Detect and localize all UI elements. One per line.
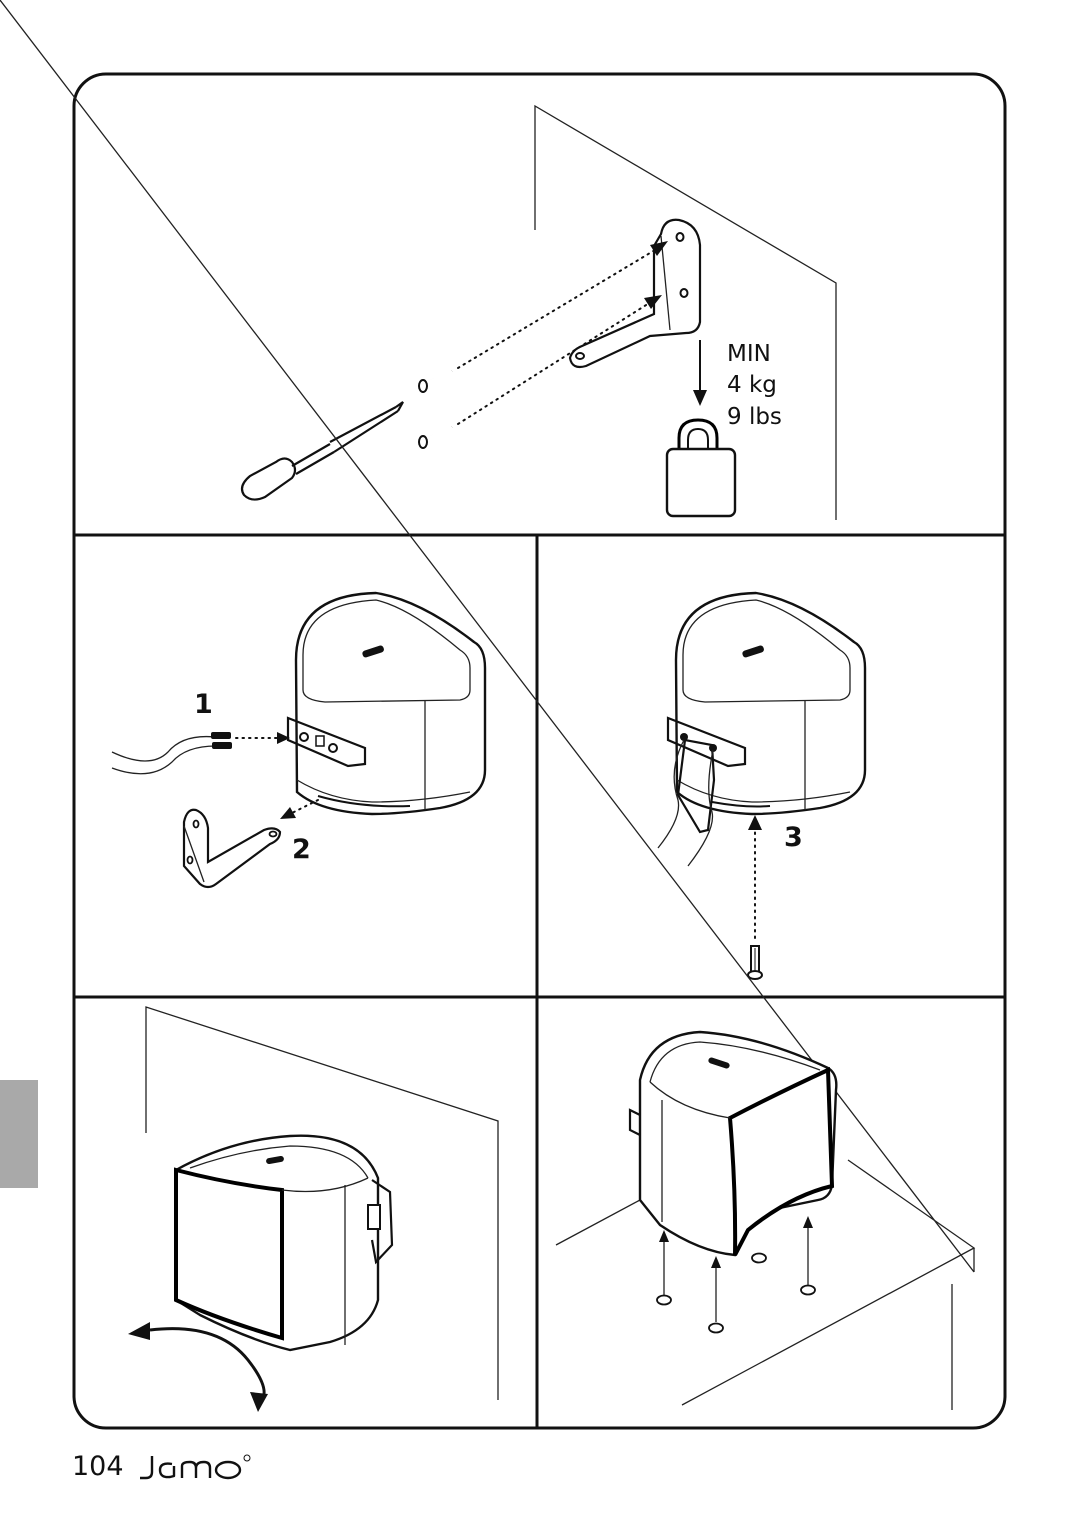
screw-icon [418, 369, 453, 393]
step-marker-1: 1 [194, 689, 213, 720]
jamo-logo [140, 1454, 251, 1480]
step-marker-2: 2 [292, 834, 311, 865]
panel-attach-feet [0, 0, 976, 1410]
insert-screw-arrow [748, 815, 762, 939]
rubber-foot-icon [656, 1252, 816, 1334]
weight-down-arrow [693, 340, 707, 406]
weight-label-kg: 4 kg [727, 372, 777, 398]
speaker-cable-icon [657, 739, 714, 867]
insert-cable-arrow [235, 732, 290, 744]
rotate-arrow-icon [128, 1322, 268, 1412]
wall-outline [145, 1006, 499, 1400]
section-thumb-tab [0, 1080, 38, 1188]
screw-icon [418, 425, 453, 449]
weight-label-min: MIN [727, 341, 771, 367]
feet-arrows [659, 1216, 813, 1322]
screwdriver-icon [240, 401, 404, 501]
padlock-weight-icon [665, 418, 737, 518]
wall-outline [534, 104, 837, 520]
panel-frame [72, 72, 1007, 1430]
remove-bracket-arrow [280, 799, 319, 819]
page-number: 104 [72, 1451, 124, 1482]
panel-wall-mount: MIN 4 kg 9 lbs [240, 104, 837, 520]
wall-bracket-icon [568, 218, 702, 369]
panel-adjust-angle [128, 1006, 499, 1412]
drill-path-arrows [457, 241, 668, 425]
speaker-icon [666, 591, 867, 834]
step-marker-3: 3 [784, 822, 803, 853]
panel-connect-cables: 1 2 [111, 591, 487, 889]
screw-icon [747, 945, 763, 980]
speaker-icon [628, 1030, 838, 1257]
speaker-icon [174, 1134, 394, 1352]
speaker-cable-icon [111, 732, 232, 775]
speaker-icon [286, 591, 487, 816]
weight-label-lbs: 9 lbs [727, 404, 782, 430]
wall-bracket-icon [182, 808, 282, 889]
panel-fix-bracket: 3 [657, 591, 867, 980]
